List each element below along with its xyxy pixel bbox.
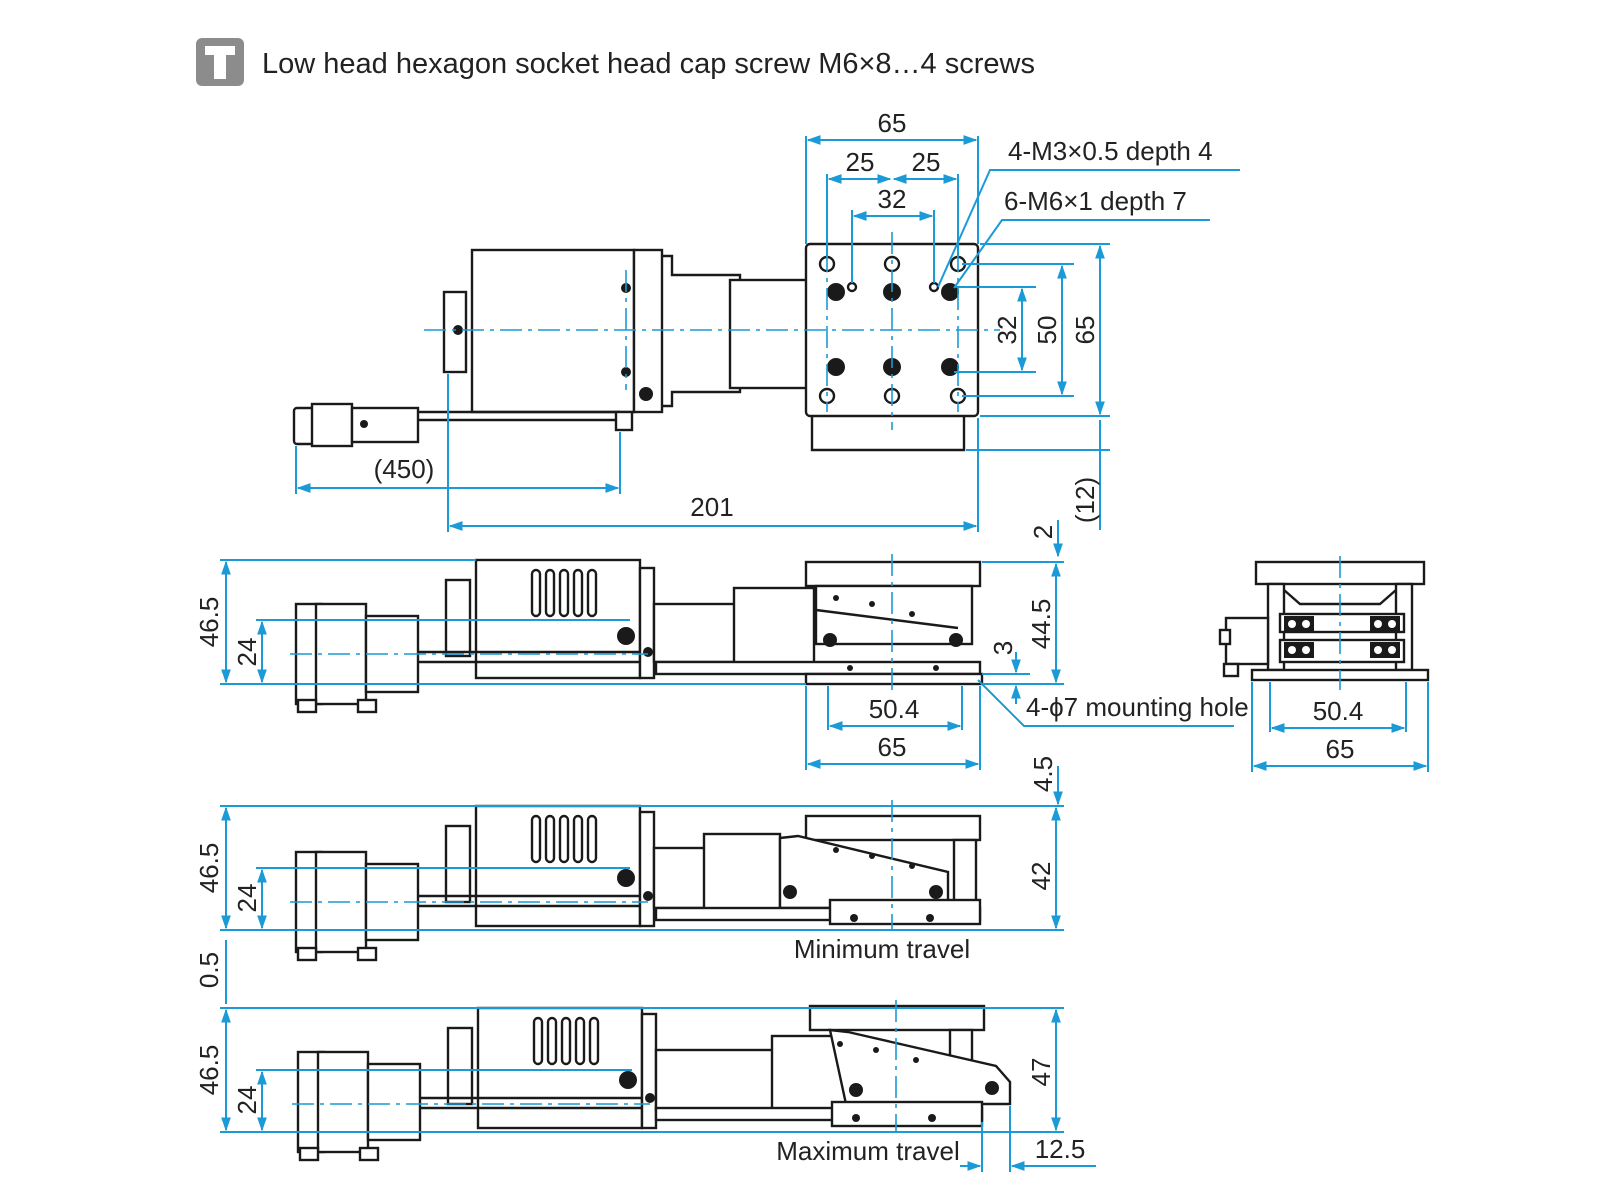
- dim-24: 24: [232, 638, 262, 667]
- dim-end-65: 65: [1326, 734, 1355, 764]
- dim-right-32: 32: [992, 316, 1022, 345]
- dim-pitch-25-right: 25: [912, 147, 941, 177]
- screw-legend-text: Low head hexagon socket head cap screw M…: [262, 48, 1035, 80]
- cable-connector: [292, 402, 420, 448]
- dim-total-201: 201: [690, 492, 733, 522]
- dim-top-65: 65: [878, 108, 907, 138]
- cable-connector-max: [296, 1050, 422, 1162]
- dim-inner-32: 32: [878, 184, 907, 214]
- dim-min-height-46-5: 46.5: [194, 843, 224, 894]
- label-minimum-travel: Minimum travel: [794, 934, 970, 964]
- header: Low head hexagon socket head cap screw M…: [196, 38, 1035, 86]
- dim-pitch-25-left: 25: [846, 147, 875, 177]
- vent-slots-max: [532, 1016, 600, 1066]
- label-maximum-travel: Maximum travel: [776, 1136, 959, 1166]
- dim-4-5: 4.5: [1028, 756, 1058, 792]
- dim-cable-450: (450): [374, 454, 435, 484]
- note-m6-tapped-holes: 6-M6×1 depth 7: [1004, 186, 1187, 216]
- socket-screw-icon: [196, 38, 244, 86]
- top-view: 65 25 25 32 4-M3×0.5 depth 4 6-M6×1 dept…: [292, 108, 1240, 558]
- dim-right-65: 65: [1070, 316, 1100, 345]
- dim-0-5: 0.5: [194, 952, 224, 988]
- dim-min-24: 24: [232, 884, 262, 913]
- dim-12-5: 12.5: [1035, 1134, 1086, 1164]
- motor-body: [470, 248, 636, 414]
- vent-slots-min: [530, 814, 598, 864]
- dim-end-50-4: 50.4: [1313, 696, 1364, 726]
- end-bolts: [1284, 616, 1400, 658]
- side-view-home: 46.5 24 44.5 3 4-ϕ7 mounting hole 50.4 6…: [194, 554, 1249, 806]
- side-view-max: 46.5 24 47 12.5 Maximum travel: [194, 1000, 1096, 1172]
- vent-slots: [530, 568, 598, 618]
- coupling-housing: [728, 278, 810, 390]
- dim-max-24: 24: [232, 1086, 262, 1115]
- dim-max-height-46-5: 46.5: [194, 1045, 224, 1096]
- note-m3-tapped-holes: 4-M3×0.5 depth 4: [1008, 136, 1213, 166]
- dim-65: 65: [878, 732, 907, 762]
- dim-height-46-5: 46.5: [194, 597, 224, 648]
- dim-max-47: 47: [1026, 1058, 1056, 1087]
- note-mounting-hole: 4-ϕ7 mounting hole: [1026, 692, 1249, 722]
- dim-2: 2: [1028, 525, 1058, 539]
- dim-12: (12): [1070, 477, 1100, 523]
- dim-3: 3: [988, 641, 1018, 655]
- dim-right-50: 50: [1032, 316, 1062, 345]
- dim-min-42: 42: [1026, 862, 1056, 891]
- dim-44-5: 44.5: [1026, 599, 1056, 650]
- side-view-min: 46.5 24 42 Minimum travel 0.5: [194, 800, 1064, 1004]
- end-view: 50.4 65: [1218, 556, 1430, 772]
- dim-50-4: 50.4: [869, 694, 920, 724]
